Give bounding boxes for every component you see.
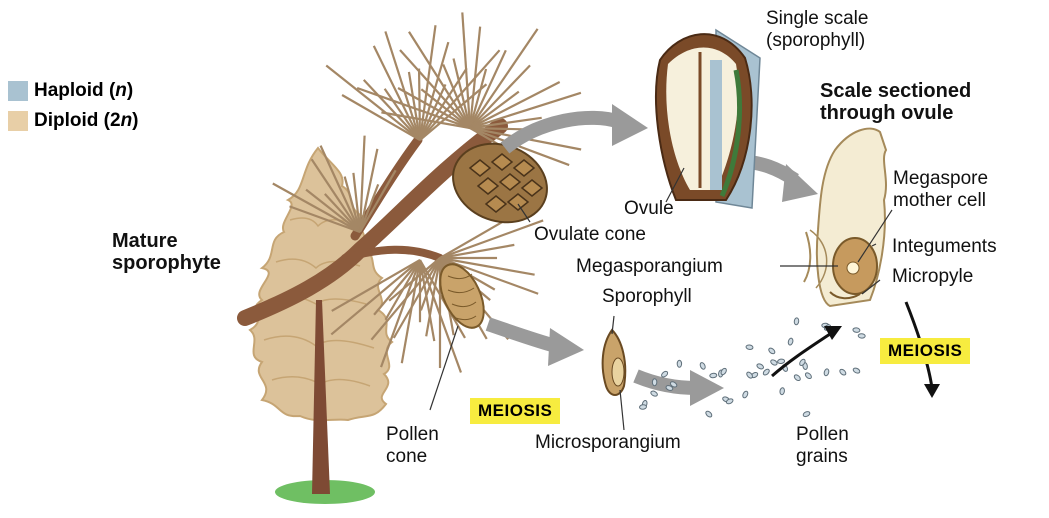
haploid-swatch <box>8 81 28 101</box>
pollen-grain <box>768 347 776 355</box>
pollen-grain <box>858 333 865 338</box>
megaspore-mother-cell-shape <box>847 262 859 274</box>
pine-needle <box>440 220 543 258</box>
pollen-grain <box>639 405 646 410</box>
pollen-grain <box>762 368 770 376</box>
pollen-grain <box>777 359 785 364</box>
pollen-grain <box>770 359 778 366</box>
pollen-cone-label: Pollencone <box>386 424 439 468</box>
ovule-label: Ovule <box>624 198 674 220</box>
single-scale <box>656 30 760 208</box>
micropyle-label: Micropyle <box>892 266 973 288</box>
pollen-grain <box>788 338 794 346</box>
haploid-label: Haploid (n) <box>34 80 133 102</box>
male-sporophyll <box>603 330 626 395</box>
diploid-label: Diploid (2n) <box>34 110 139 132</box>
pollen-grain <box>853 327 860 332</box>
pollen-grain <box>852 367 860 374</box>
pollen-grain <box>823 368 829 376</box>
integuments-label: Integuments <box>892 236 997 258</box>
pollen-grain <box>742 390 749 398</box>
pollen-grain <box>652 379 657 386</box>
pollen-grain <box>746 371 754 379</box>
pollen-grain <box>650 390 658 397</box>
scale-sectioned-label: Scale sectionedthrough ovule <box>820 80 971 124</box>
pollen-grain <box>720 367 728 375</box>
meiosis-badge-left: MEIOSIS <box>470 398 560 424</box>
pollen-grain <box>804 372 812 380</box>
pollen-grain <box>710 373 718 378</box>
microsporangium-label: Microsporangium <box>535 432 681 454</box>
pine-needle <box>326 66 420 140</box>
pollen-grains-label: Pollengrains <box>796 424 849 468</box>
pine-needle <box>419 69 420 140</box>
ovulate-cone-label: Ovulate cone <box>534 224 646 246</box>
single-scale-label: Single scale(sporophyll) <box>766 8 868 52</box>
mature-sporophyte-label: Maturesporophyte <box>112 230 221 274</box>
legend-haploid: Haploid (n) <box>8 80 133 102</box>
legend-diploid: Diploid (2n) <box>8 110 139 132</box>
pollen-grain <box>756 363 764 370</box>
megaspore-mother-cell-label: Megasporemother cell <box>893 168 988 212</box>
pollen-grain <box>793 374 801 382</box>
pollen-grain <box>699 362 706 370</box>
arrow-pollencone-to-sporophyll <box>488 324 584 366</box>
pollen-grain <box>746 344 754 349</box>
pollen-grain <box>802 411 810 418</box>
sporophyll-label: Sporophyll <box>602 286 692 308</box>
pollen-grain <box>660 370 668 378</box>
pollen-grain <box>705 410 713 418</box>
pollen-grain <box>839 368 847 376</box>
megasporangium-label: Megasporangium <box>576 256 723 278</box>
diploid-swatch <box>8 111 28 131</box>
ovulate-cone <box>442 131 558 235</box>
meiosis-badge-right: MEIOSIS <box>880 338 970 364</box>
pine-needle <box>470 29 538 128</box>
pollen-grain <box>794 318 799 325</box>
pollen-grain <box>677 360 681 367</box>
pollen-grain <box>779 387 785 395</box>
sectioned-scale <box>804 129 886 306</box>
